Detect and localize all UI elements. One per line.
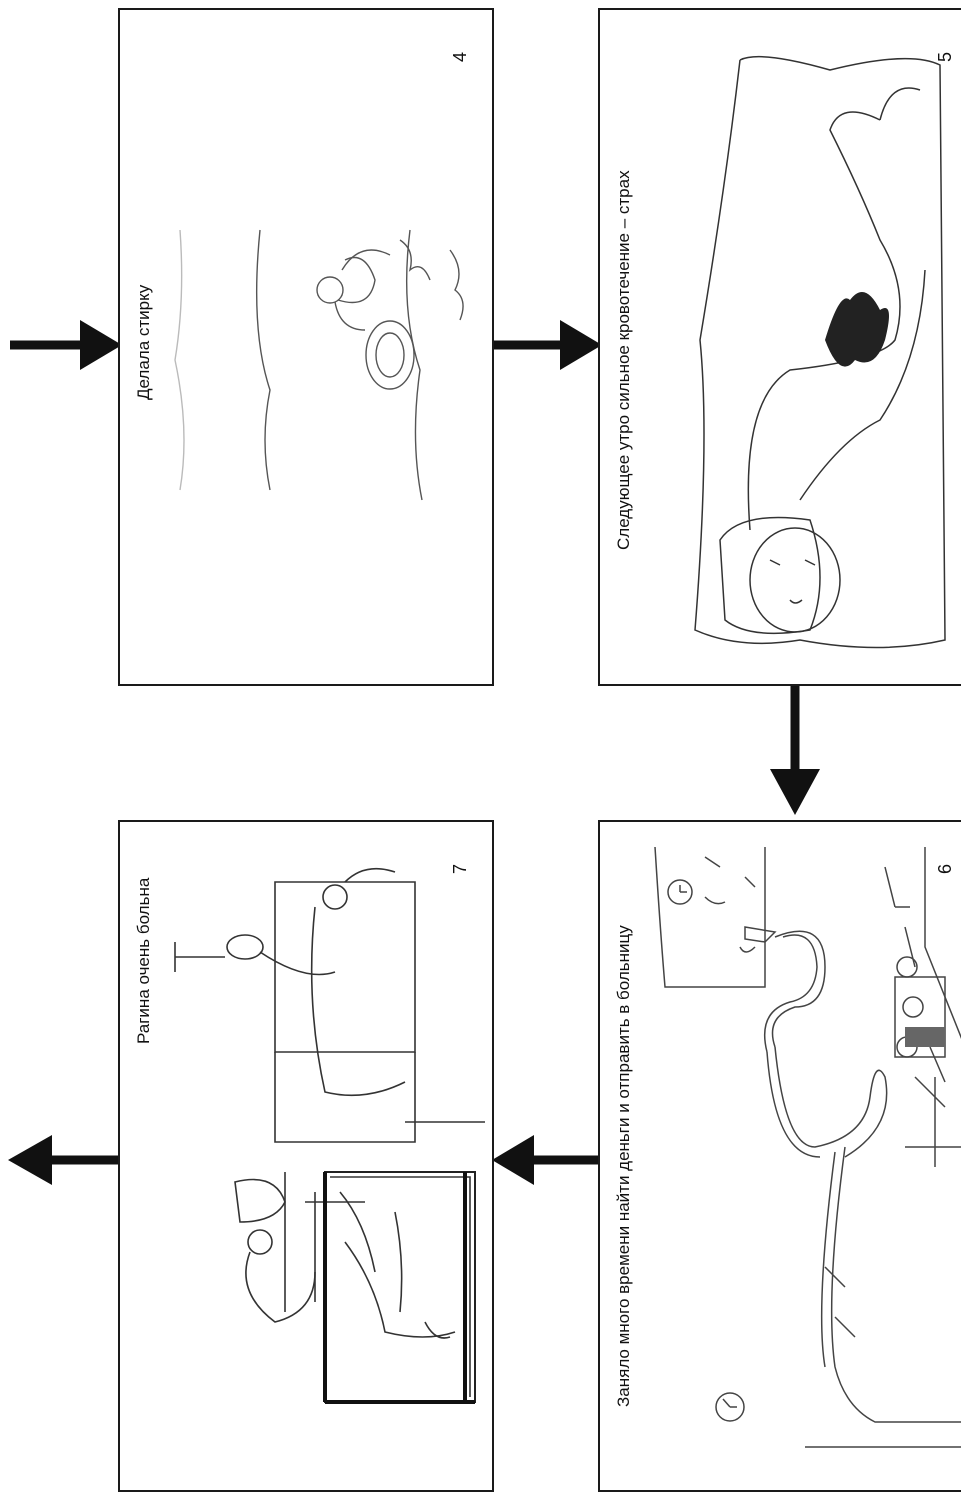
panel-5: Следующее утро сильное кровотечение – ст… xyxy=(598,8,961,686)
flow-arrow-4-to-5 xyxy=(492,320,602,370)
panel-4-caption: Делала стирку xyxy=(134,284,153,400)
panel-4: Делала стирку 4 xyxy=(118,8,494,686)
flow-arrow-5-to-6 xyxy=(770,685,820,815)
panel-7: Рагина очень больна 7 xyxy=(118,820,494,1492)
panel-6-caption: Заняло много времени найти деньги и отпр… xyxy=(614,925,633,1407)
bleeding-woman-in-bed-illustration xyxy=(694,55,946,649)
panel-5-caption: Следующее утро сильное кровотечение – ст… xyxy=(614,170,633,550)
panel-6: Заняло много времени найти деньги и отпр… xyxy=(598,820,961,1492)
hospital-bed-illustration xyxy=(174,867,485,1404)
panel-7-caption: Рагина очень больна xyxy=(134,877,153,1044)
flow-arrow-into-4 xyxy=(10,320,122,370)
flow-arrow-6-to-7 xyxy=(492,1135,602,1185)
flow-arrow-from-7 xyxy=(8,1135,121,1185)
panel-4-number: 4 xyxy=(450,51,470,62)
washing-illustration xyxy=(174,229,464,501)
journey-to-hospital-illustration xyxy=(654,847,961,1448)
